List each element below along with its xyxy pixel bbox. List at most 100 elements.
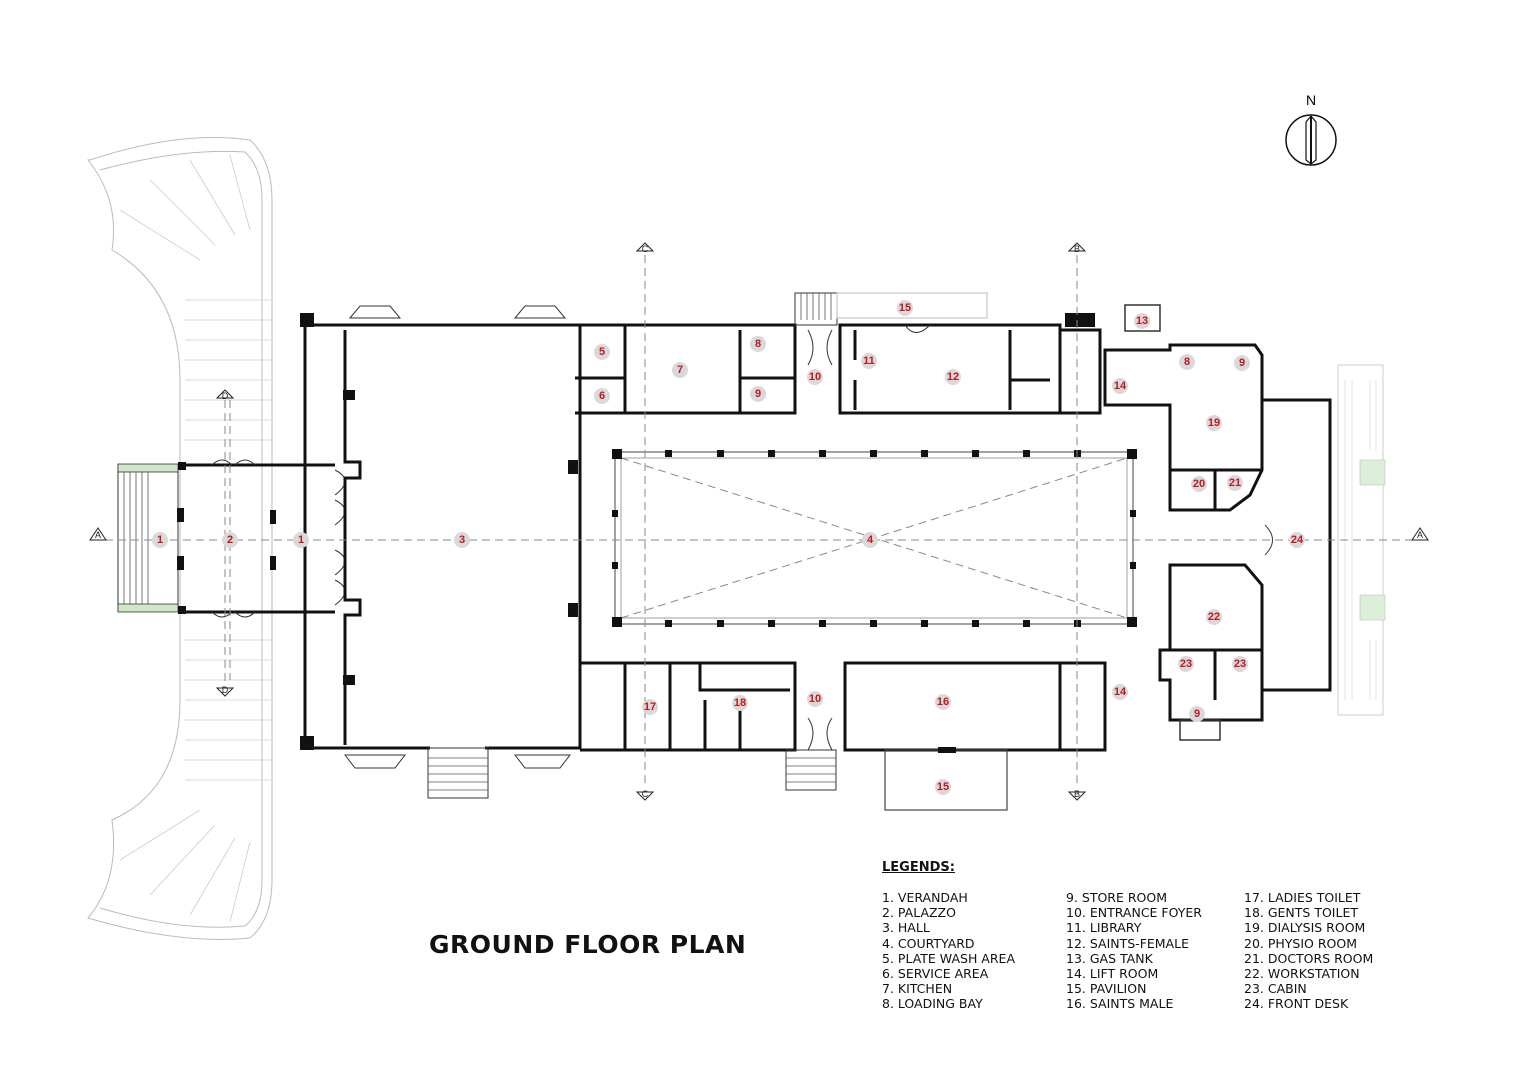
north-label: N — [1306, 92, 1316, 108]
legend-heading: LEGENDS: — [882, 860, 955, 875]
north-arrow-icon — [1285, 114, 1337, 166]
room-tag-number: 14 — [1114, 380, 1127, 392]
room-tag-number: 14 — [1114, 686, 1127, 698]
room-tag-bg — [862, 532, 878, 548]
room-tag-bg — [750, 386, 766, 402]
section-label-b-top: B — [1074, 244, 1080, 254]
room-tag-bg — [807, 369, 823, 385]
section-label-d-bottom: D — [222, 685, 229, 695]
legend-item: 4. COURTYARD — [882, 935, 975, 951]
courtyard-colonnade — [612, 449, 1137, 627]
room-tag-bg — [594, 388, 610, 404]
room-tag-number: 7 — [677, 364, 683, 376]
legend-item: 14. LIFT ROOM — [1066, 966, 1159, 982]
room-tag-bg — [935, 694, 951, 710]
legend-item: 22. WORKSTATION — [1244, 966, 1360, 982]
room-tag-number: 22 — [1208, 611, 1220, 623]
room-tag-number: 6 — [599, 390, 605, 402]
legend-item: 12. SAINTS-FEMALE — [1066, 935, 1189, 951]
legend-item: 5. PLATE WASH AREA — [882, 950, 1015, 966]
room-tag-number: 4 — [867, 534, 874, 546]
room-tag-bg — [1227, 475, 1243, 491]
room-tag-bg — [1289, 532, 1305, 548]
room-tag-number: 3 — [459, 534, 465, 546]
room-tag-bg — [222, 532, 238, 548]
legend-item: 21. DOCTORS ROOM — [1244, 950, 1374, 966]
legend-column-3: 17. LADIES TOILET 18. GENTS TOILET 19. D… — [1244, 890, 1373, 1012]
room-tag-number: 10 — [809, 693, 821, 705]
legend-item: 16. SAINTS MALE — [1066, 996, 1174, 1012]
room-tag-bg — [293, 532, 309, 548]
room-tag-bg — [897, 300, 913, 316]
room-tag-number: 8 — [1184, 356, 1190, 368]
legend-item: 13. GAS TANK — [1066, 950, 1153, 966]
north-wing — [575, 292, 1102, 415]
room-tag-number: 2 — [227, 534, 233, 546]
forecourt-steps — [86, 137, 273, 940]
room-tag-number: 16 — [937, 696, 949, 708]
room-tag-number: 21 — [1229, 477, 1241, 489]
room-tag-number: 5 — [599, 346, 605, 358]
room-tag-bg — [861, 353, 877, 369]
room-tag-bg — [1206, 415, 1222, 431]
entrance-steps-west — [117, 463, 179, 613]
legend-item: 20. PHYSIO ROOM — [1244, 935, 1358, 951]
legend-item: 3. HALL — [882, 920, 930, 936]
legend-item: 7. KITCHEN — [882, 981, 953, 997]
room-tag-number: 24 — [1291, 534, 1304, 546]
room-tag-number: 9 — [755, 388, 761, 400]
room-tag-bg — [1178, 656, 1194, 672]
room-tag-bg — [1232, 656, 1248, 672]
legend-item: 19. DIALYSIS ROOM — [1244, 920, 1366, 936]
room-tag-bg — [935, 779, 951, 795]
section-label-b-bottom: B — [1074, 789, 1080, 799]
legend-column-2: 9. STORE ROOM 10. ENTRANCE FOYER 11. LIB… — [1066, 890, 1202, 1012]
room-tag-number: 17 — [644, 701, 656, 713]
room-tag-bg — [152, 532, 168, 548]
room-tag-number: 23 — [1234, 658, 1246, 670]
legend-column-1: 1. VERANDAH 2. PALAZZO 3. HALL 4. COURTY… — [882, 890, 1015, 1012]
legend-item: 11. LIBRARY — [1066, 920, 1142, 936]
section-markers — [89, 242, 1429, 801]
room-tag-bg — [807, 691, 823, 707]
legend-item: 24. FRONT DESK — [1244, 996, 1349, 1012]
room-tag-bg — [454, 532, 470, 548]
legend-item: 23. CABIN — [1244, 981, 1307, 997]
legend-item: 2. PALAZZO — [882, 905, 956, 921]
section-label-c-top: C — [642, 244, 649, 254]
legend-item: 15. PAVILION — [1066, 981, 1147, 997]
room-tag-number: 8 — [755, 338, 761, 350]
room-tag-number: 10 — [809, 371, 821, 383]
room-tag-number: 13 — [1136, 315, 1148, 327]
room-tag-number: 20 — [1193, 478, 1205, 490]
section-label-a-right: A — [1417, 530, 1423, 540]
room-tag-number: 1 — [157, 534, 163, 546]
section-label-a-left: A — [95, 530, 101, 540]
room-tag-bg — [945, 369, 961, 385]
room-tag-number: 12 — [947, 371, 959, 383]
room-tag-bg — [1206, 609, 1222, 625]
medical-block — [1103, 304, 1386, 741]
legend-item: 8. LOADING BAY — [882, 996, 983, 1012]
room-tag-number: 18 — [734, 697, 746, 709]
room-tag-number: 15 — [937, 781, 949, 793]
room-tag-bg — [594, 344, 610, 360]
room-tag-bg — [1134, 313, 1150, 329]
south-wing — [580, 661, 1107, 811]
room-tag-bg — [1191, 476, 1207, 492]
room-tag-bg — [672, 362, 688, 378]
legend-item: 9. STORE ROOM — [1066, 890, 1168, 905]
room-tag-bg — [1234, 355, 1250, 371]
room-tag-number: 19 — [1208, 417, 1220, 429]
palazzo-block — [177, 400, 346, 680]
room-tag-number: 23 — [1180, 658, 1192, 670]
section-lines — [105, 255, 1415, 788]
room-tag-bg — [1189, 706, 1205, 722]
room-tag-bg — [732, 695, 748, 711]
legend-item: 10. ENTRANCE FOYER — [1066, 905, 1202, 921]
hall-walls — [300, 305, 582, 799]
room-tag-number: 1 — [298, 534, 304, 546]
room-tag-number: 11 — [863, 355, 875, 367]
room-tag-bg — [1112, 684, 1128, 700]
